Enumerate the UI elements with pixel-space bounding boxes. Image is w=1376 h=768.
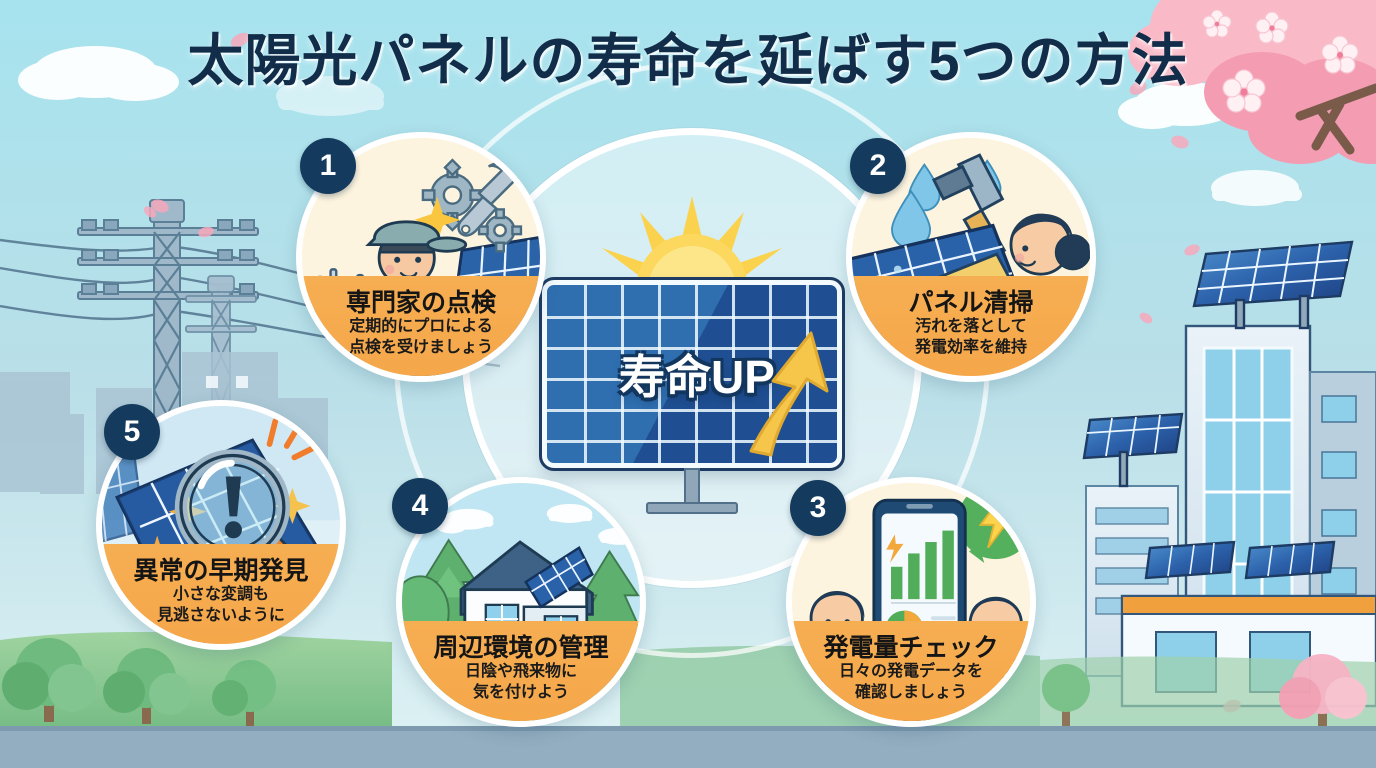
card-subtitle-line1: 小さな変調も — [172, 586, 269, 604]
sakura-petal-group — [143, 32, 1241, 713]
title-block: 太陽光パネルの寿命を延ばす5つの方法 — [0, 16, 1376, 97]
card-title: 異常の早期発見 — [133, 557, 309, 585]
card-caption: パネル清掃 汚れを落として 発電効率を維持 — [852, 276, 1090, 376]
tree-group — [2, 638, 1367, 728]
wrench-icon — [457, 161, 516, 237]
bar-chart — [886, 530, 956, 604]
card-subtitle-line2: 確認しましょう — [854, 684, 967, 702]
card-caption: 専門家の点検 定期的にプロによる 点検を受けましょう — [302, 276, 540, 376]
card-subtitle-line2: 見逃さないように — [157, 607, 285, 625]
card-caption: 異常の早期発見 小さな変調も 見逃さないように — [102, 544, 340, 644]
page-title: 太陽光パネルの寿命を延ばす5つの方法 — [187, 29, 1189, 92]
card-caption: 周辺環境の管理 日陰や飛来物に 気を付けよう — [402, 621, 640, 721]
card-subtitle-line1: 日々の発電データを — [838, 663, 983, 681]
card-title: 周辺環境の管理 — [433, 634, 609, 662]
exclamation-mark — [224, 476, 242, 539]
cherry-blossom-branch — [1128, 0, 1376, 164]
sakura-flower — [1202, 9, 1359, 113]
panel-base — [646, 502, 738, 514]
lightning-bubble-icon — [957, 483, 1030, 563]
rooftop-solar-panel — [524, 545, 595, 609]
up-arrow-icon — [749, 331, 829, 457]
card-subtitle-line1: 定期的にプロによる — [349, 318, 493, 336]
card-number-badge-4: 4 — [392, 478, 448, 534]
card-title: パネル清掃 — [908, 289, 1034, 317]
card-early-detection[interactable]: 異常の早期発見 小さな変調も 見逃さないように — [96, 400, 346, 650]
card-title: 専門家の点検 — [345, 289, 496, 317]
card-number-badge-1: 1 — [300, 138, 356, 194]
center-label: 寿命UP — [619, 351, 775, 403]
card-subtitle-line2: 発電効率を維持 — [914, 339, 1027, 357]
card-generation-check[interactable]: 発電量チェック 日々の発電データを 確認しましょう — [786, 477, 1036, 727]
card-subtitle-line1: 汚れを落として — [915, 318, 1027, 336]
card-caption: 発電量チェック 日々の発電データを 確認しましょう — [792, 621, 1030, 721]
card-subtitle-line1: 日陰や飛来物に — [464, 663, 577, 681]
card-subtitle-line2: 気を付けよう — [472, 684, 569, 702]
rooftop-solar-panel-group — [1082, 240, 1354, 580]
card-number-badge-3: 3 — [790, 480, 846, 536]
sparkle-icon — [414, 197, 461, 243]
alert-lines-icon — [266, 418, 317, 461]
center-solar-panel: 寿命UP — [539, 277, 845, 514]
card-subtitle-line2: 点検を受けましょう — [348, 339, 493, 357]
card-number-badge-5: 5 — [104, 404, 160, 460]
card-cleaning[interactable]: パネル清掃 汚れを落として 発電効率を維持 — [846, 132, 1096, 382]
card-number-badge-2: 2 — [850, 138, 906, 194]
pink-tree — [1279, 654, 1367, 728]
card-title: 発電量チェック — [823, 634, 999, 662]
